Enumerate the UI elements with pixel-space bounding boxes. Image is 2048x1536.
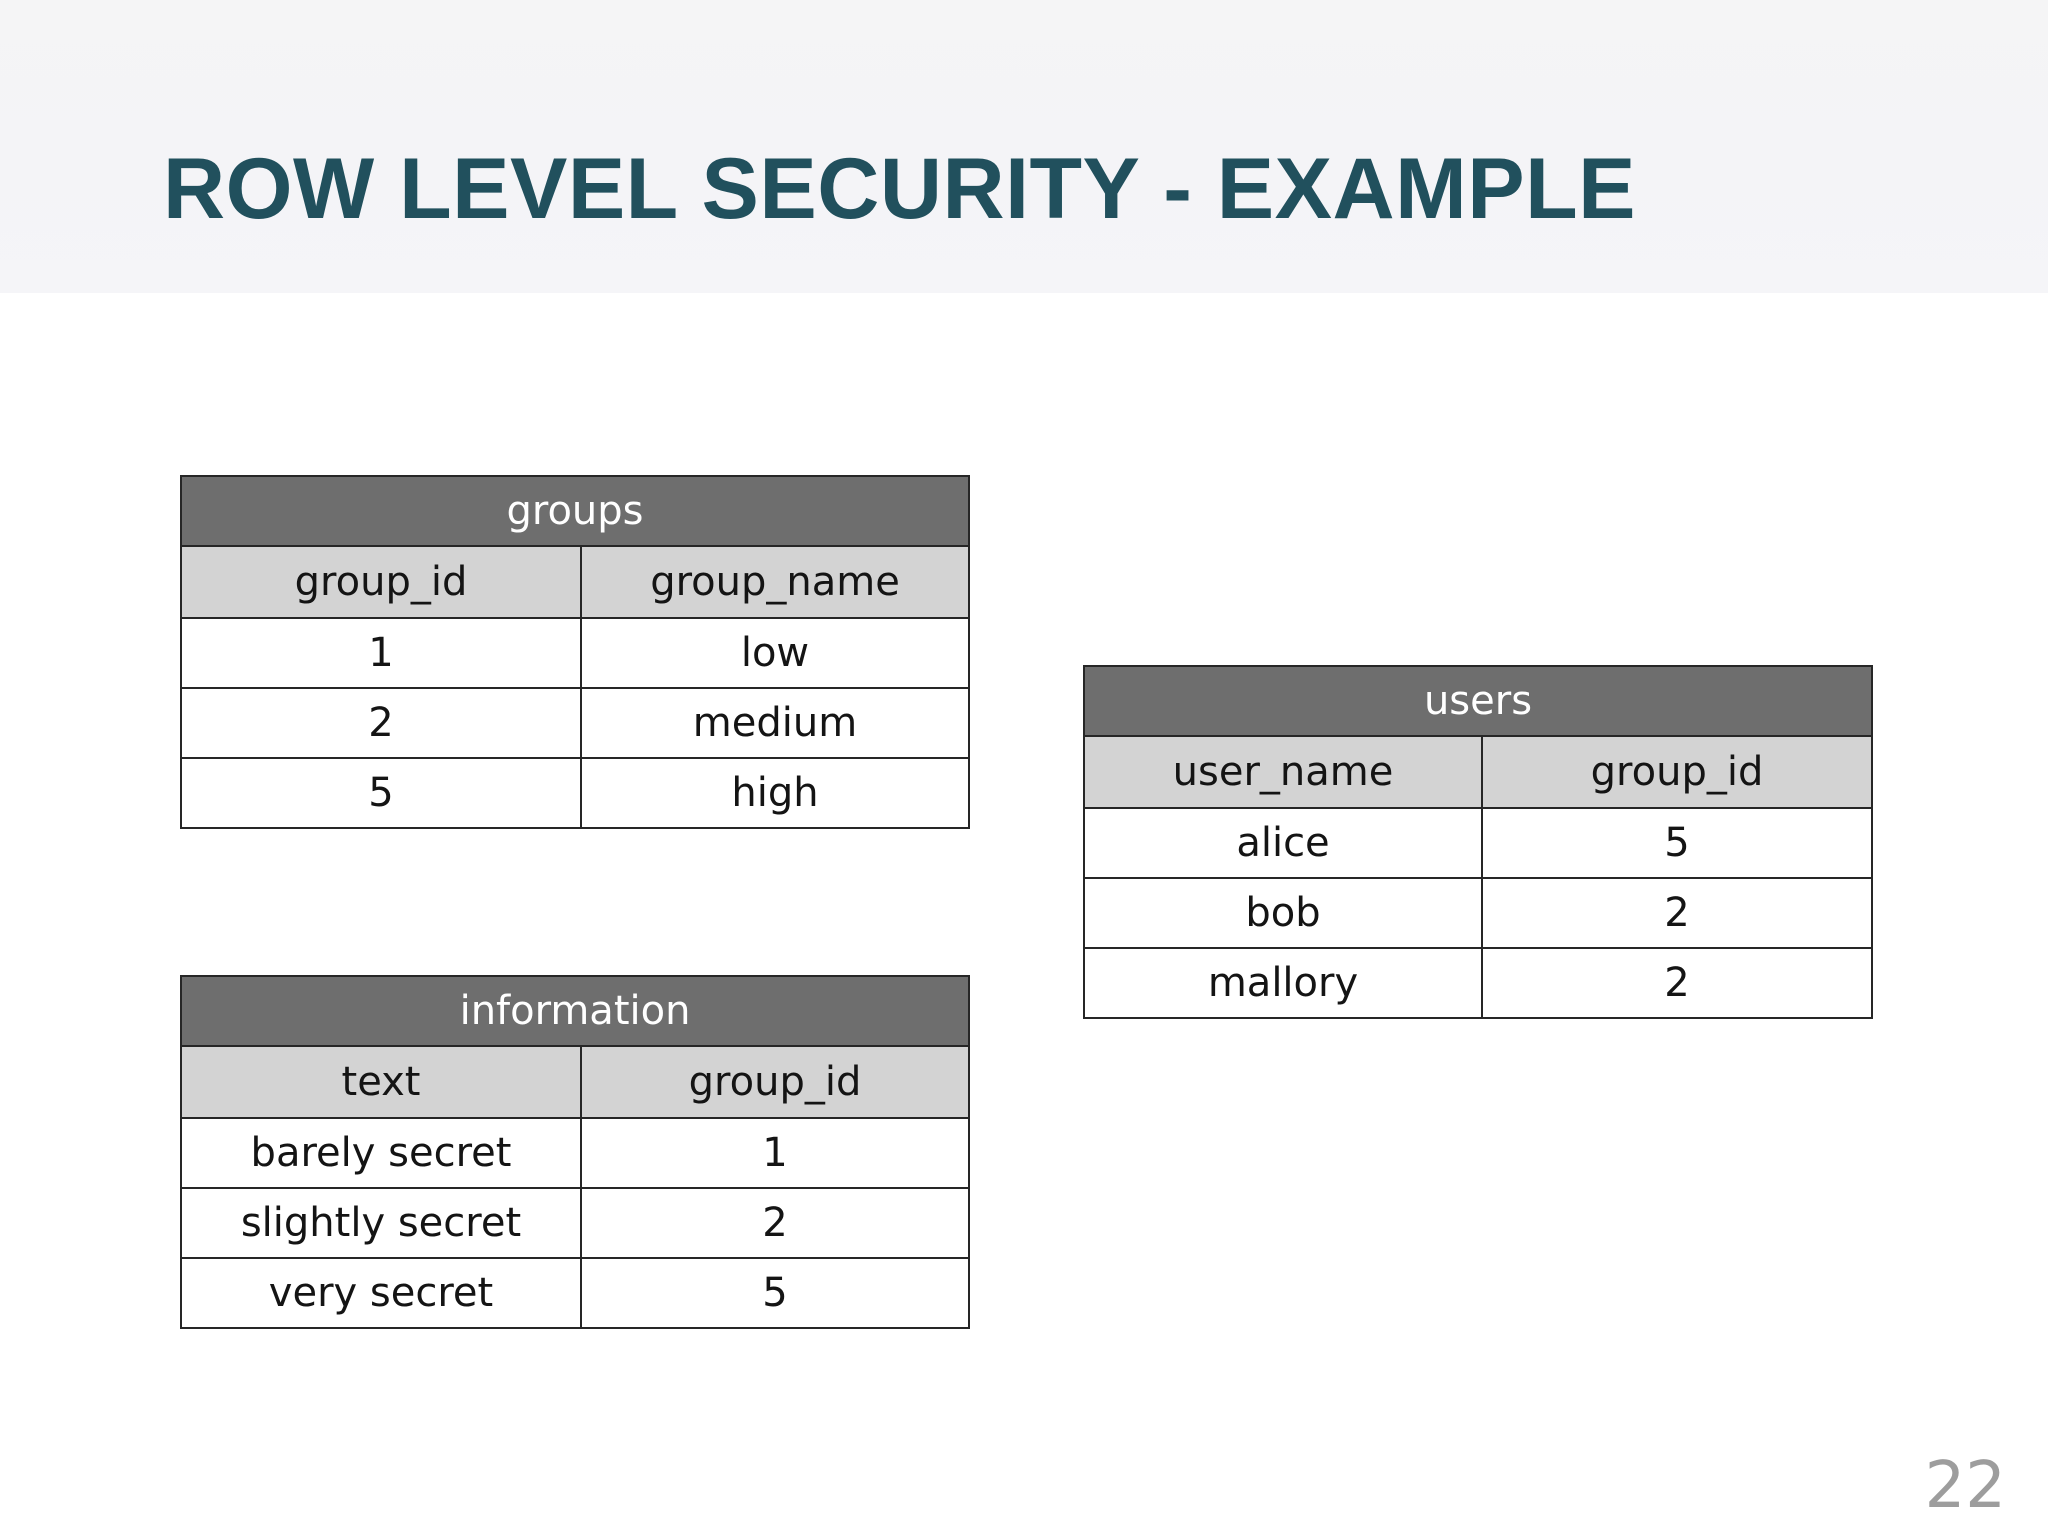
table-users-title: users xyxy=(1083,665,1873,737)
table-cell: 5 xyxy=(1481,807,1873,879)
table-groups-header-row: group_id group_name xyxy=(180,545,971,619)
table-cell: 2 xyxy=(180,687,582,759)
table-groups-title: groups xyxy=(179,475,971,547)
table-cell: low xyxy=(579,617,971,689)
column-header: group_id xyxy=(1481,735,1873,809)
table-cell: slightly secret xyxy=(180,1187,582,1259)
table-cell: mallory xyxy=(1083,947,1483,1019)
table-cell: 1 xyxy=(180,617,582,689)
table-cell: 2 xyxy=(1481,877,1873,949)
table-row: 2 medium xyxy=(180,687,971,759)
table-cell: medium xyxy=(579,687,971,759)
table-cell: very secret xyxy=(180,1257,582,1329)
table-cell: 5 xyxy=(579,1257,971,1329)
table-row: 1 low xyxy=(180,617,971,689)
table-row: bob 2 xyxy=(1083,877,1873,949)
table-groups: groups group_id group_name 1 low 2 mediu… xyxy=(179,475,971,829)
table-cell: 1 xyxy=(579,1117,971,1189)
table-groups-title-row: groups xyxy=(179,475,971,547)
table-row: alice 5 xyxy=(1083,807,1873,879)
table-cell: barely secret xyxy=(180,1117,582,1189)
table-row: very secret 5 xyxy=(180,1257,971,1329)
page-title: ROW LEVEL SECURITY - EXAMPLE xyxy=(163,141,1636,237)
column-header: user_name xyxy=(1083,735,1483,809)
table-information: information text group_id barely secret … xyxy=(179,975,971,1329)
table-row: 5 high xyxy=(180,757,971,829)
table-information-header-row: text group_id xyxy=(180,1045,971,1119)
table-information-title-row: information xyxy=(179,975,971,1047)
table-users: users user_name group_id alice 5 bob 2 m… xyxy=(1083,665,1873,1019)
table-cell: bob xyxy=(1083,877,1483,949)
column-header: group_name xyxy=(579,545,971,619)
table-information-title: information xyxy=(179,975,971,1047)
table-cell: alice xyxy=(1083,807,1483,879)
column-header: text xyxy=(180,1045,582,1119)
table-row: slightly secret 2 xyxy=(180,1187,971,1259)
column-header: group_id xyxy=(180,545,582,619)
table-cell: 5 xyxy=(180,757,582,829)
page-number: 22 xyxy=(1924,1449,2006,1523)
table-users-title-row: users xyxy=(1083,665,1873,737)
table-cell: high xyxy=(579,757,971,829)
slide-header-band xyxy=(0,0,2048,293)
table-cell: 2 xyxy=(579,1187,971,1259)
table-users-header-row: user_name group_id xyxy=(1083,735,1873,809)
table-row: mallory 2 xyxy=(1083,947,1873,1019)
column-header: group_id xyxy=(579,1045,971,1119)
table-row: barely secret 1 xyxy=(180,1117,971,1189)
table-cell: 2 xyxy=(1481,947,1873,1019)
